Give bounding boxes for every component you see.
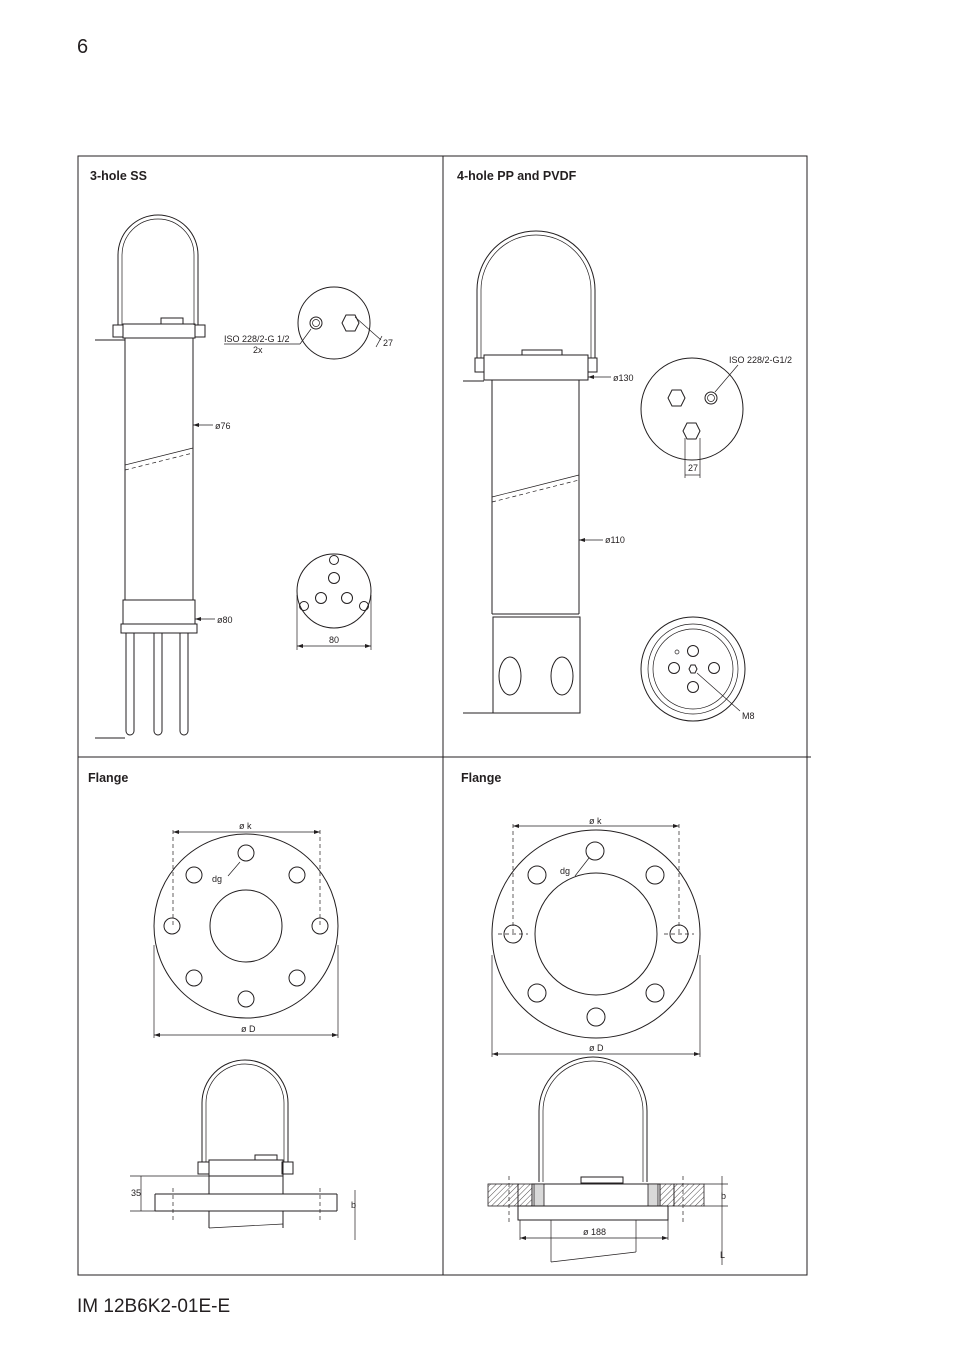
label-width-ss: 80 [329, 635, 339, 645]
label-thread-ss: ISO 228/2-G 1/2 [224, 334, 290, 344]
panel-title-4-hole: 4-hole PP and PVDF [457, 169, 577, 183]
label-hex-ss: 27 [383, 338, 393, 348]
label-dia-body-pp: ø110 [605, 535, 625, 545]
panel-4-hole-pp-pvdf: 4-hole PP and PVDF ø130 ø110 [457, 169, 792, 722]
label-dia-body-ss: ø76 [215, 421, 231, 431]
label-height-left: 35 [131, 1188, 141, 1198]
panel-3-hole-ss: 3-hole SS ø76 ø80 [90, 169, 393, 739]
label-outer-right: ø D [589, 1043, 604, 1053]
label-dia-base-ss: ø80 [217, 615, 233, 625]
panel-flange-right: Flange ø k dg ø D [461, 771, 728, 1265]
document-id: IM 12B6K2-01E-E [77, 1296, 231, 1317]
label-dia-top-pp: ø130 [613, 373, 634, 383]
label-hole-left: dg [212, 874, 222, 884]
label-base-right: ø 188 [583, 1227, 606, 1237]
label-pitch-right: ø k [589, 816, 602, 826]
label-outer-left: ø D [241, 1024, 256, 1034]
label-pitch-left: ø k [239, 821, 252, 831]
drawing-frame [77, 155, 811, 1276]
label-thickness-right: b [721, 1191, 726, 1201]
panel-flange-left: Flange ø k dg ø D [88, 771, 356, 1240]
label-hole-right: dg [560, 866, 570, 876]
panel-title-3-hole-ss: 3-hole SS [90, 169, 147, 183]
label-thread-pp: ISO 228/2-G1/2 [729, 355, 792, 365]
page-number: 6 [77, 36, 89, 58]
label-hex-pp: 27 [688, 463, 698, 473]
label-bolt-pp: M8 [742, 711, 755, 721]
label-thickness-left: b [351, 1200, 356, 1210]
label-length-right: L [720, 1250, 725, 1260]
panel-title-flange-right: Flange [461, 771, 501, 785]
label-thread-count-ss: 2x [253, 345, 263, 355]
panel-title-flange-left: Flange [88, 771, 128, 785]
